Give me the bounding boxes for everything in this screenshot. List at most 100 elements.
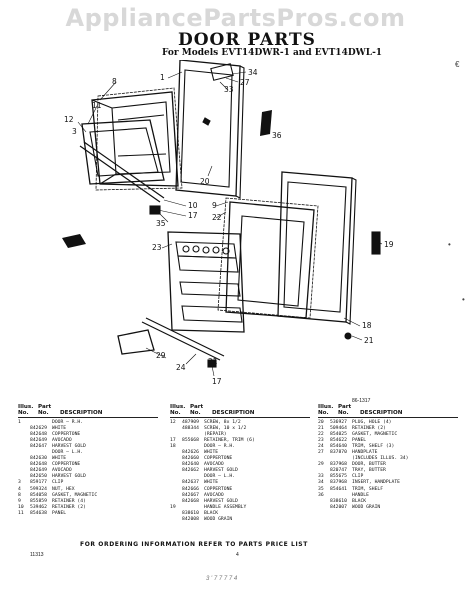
part-number: 842648 xyxy=(30,462,47,468)
callout-label: 21 xyxy=(364,336,374,345)
part-number: 599324 xyxy=(30,486,47,492)
part-description: WOOD GRAIN xyxy=(352,504,381,510)
callout-label: 3 xyxy=(72,127,77,136)
part-number: 859177 xyxy=(30,480,47,486)
lower-door-frame xyxy=(277,171,357,325)
part-description: CLIP xyxy=(52,480,64,486)
callout-label: 20 xyxy=(200,177,210,186)
illus-number: 23 xyxy=(318,438,324,444)
part-number: 842648 xyxy=(30,432,47,438)
part-number: 855668 xyxy=(182,438,199,444)
upper-door-frame xyxy=(175,60,245,199)
lower-door-liner xyxy=(225,201,315,319)
illus-number: 35 xyxy=(318,486,324,492)
part-number: 837968 xyxy=(330,480,347,486)
part-number: 509464 xyxy=(330,426,347,432)
part-number: 842008 xyxy=(182,516,199,522)
part-number: 854638 xyxy=(30,510,47,516)
callout-label: 27 xyxy=(240,78,250,87)
hole-plug xyxy=(344,332,352,340)
part-number: 855675 xyxy=(330,474,347,480)
part-number: 488344 xyxy=(182,426,199,432)
table-header: Illus.Part No.No.DESCRIPTION xyxy=(18,404,158,418)
part-number: 854025 xyxy=(330,432,347,438)
part-description: COPPERTONE xyxy=(204,456,233,462)
part-number: 842649 xyxy=(30,438,47,444)
part-description: TRIM, SHELF xyxy=(352,486,384,492)
lower-shelf-panel xyxy=(167,231,245,333)
edge-mark: • xyxy=(448,240,451,249)
upper-gasket xyxy=(95,87,183,191)
part-description: BLACK xyxy=(204,510,219,516)
illus-number: 8 xyxy=(18,492,21,498)
part-number: 854622 xyxy=(330,438,347,444)
callout-label: 33 xyxy=(224,85,234,94)
part-description: BLACK xyxy=(352,498,367,504)
callout-label: 23 xyxy=(152,243,162,252)
part-description: DOOR – R.H. xyxy=(204,444,236,450)
part-description: HANDPLATE xyxy=(352,450,378,456)
illus-number: 36 xyxy=(318,492,324,498)
upper-door-liner xyxy=(91,91,179,187)
part-number: 842649 xyxy=(30,468,47,474)
illus-number: 21 xyxy=(318,426,324,432)
part-description: DOOR – L.H. xyxy=(52,450,84,456)
part-description: SCREW, 10 x 1/2 xyxy=(204,426,247,432)
part-description: TRIM, SHELF (3) xyxy=(352,444,395,450)
part-description: AVOCADO xyxy=(204,462,224,468)
doc-number: 86-1317 xyxy=(352,398,371,404)
page-subtitle: For Models EVT14DWR-1 and EVT14DWL-1 xyxy=(162,48,383,58)
callout-label: 17 xyxy=(212,377,222,386)
part-number: 842637 xyxy=(182,480,199,486)
part-number: 842630 xyxy=(30,456,47,462)
part-number: 842662 xyxy=(182,468,199,474)
part-number: 842629 xyxy=(30,426,47,432)
table-header: Illus.Part No.No.DESCRIPTION xyxy=(170,404,310,418)
illus-number: 12 xyxy=(170,420,176,425)
part-number: 842668 xyxy=(182,498,199,504)
illus-number: 17 xyxy=(170,438,176,444)
callout-label: 1 xyxy=(160,73,165,82)
illus-number: 3 xyxy=(18,480,21,486)
part-number: 842626 xyxy=(182,450,199,456)
illus-number: 18 xyxy=(170,444,176,450)
table-row: (INCLUDES ILLUS. 34) xyxy=(318,456,458,462)
part-description: PLUG, HOLE (4) xyxy=(352,420,392,425)
part-description: RETAINER (4) xyxy=(52,498,86,504)
callout-label: 36 xyxy=(272,131,282,140)
handwritten-note: 3 ' 7 7 7 7 4 xyxy=(206,576,238,582)
part-number: 838610 xyxy=(330,498,347,504)
part-description: RETAINER (2) xyxy=(52,504,86,510)
illus-number: 19 xyxy=(170,504,176,510)
part-description: WOOD GRAIN xyxy=(204,516,233,522)
part-description: SCREW, 8x 1/2 xyxy=(204,420,241,425)
table-row: (REPAIR) xyxy=(170,432,310,438)
watermark: AppliancePartsPros.com xyxy=(65,4,406,32)
illus-number: 11 xyxy=(18,510,24,516)
butter-door xyxy=(117,329,155,355)
callout-label: 17 xyxy=(188,211,198,220)
illus-number: 10 xyxy=(18,504,24,510)
clip-part xyxy=(149,205,161,215)
callout-layer: 34 27 33 1 8 11 12 3 36 20 10 17 35 9 22… xyxy=(64,68,394,386)
illus-number: 4 xyxy=(18,486,21,492)
callout-label: 10 xyxy=(188,201,198,210)
